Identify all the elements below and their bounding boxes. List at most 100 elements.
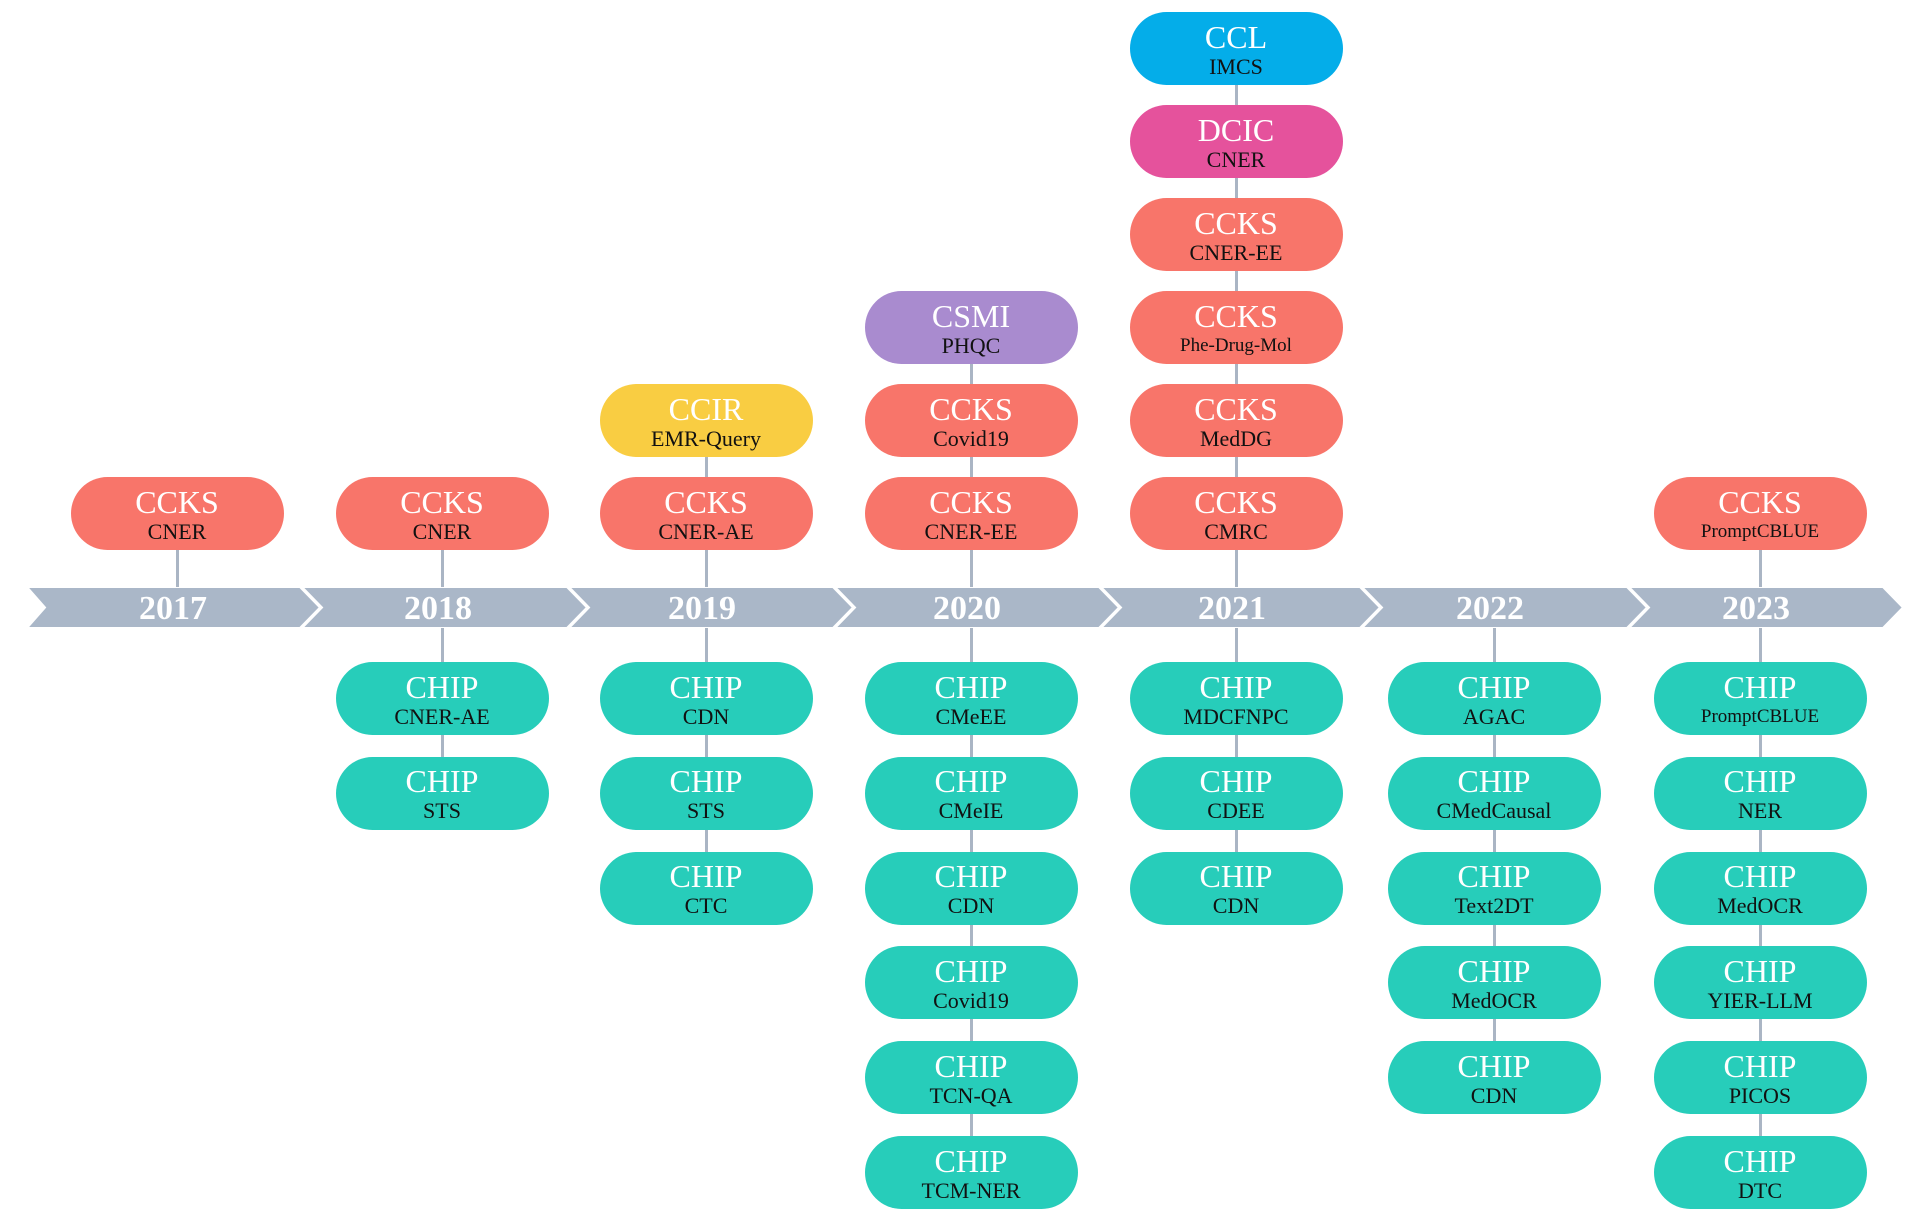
- event-task: CMeEE: [935, 703, 1007, 729]
- event-task: CMeIE: [938, 798, 1004, 824]
- event-task: CNER-EE: [924, 518, 1018, 544]
- timeline-segment-2019: [566, 586, 855, 629]
- event-task: CNER: [1206, 146, 1266, 172]
- event-organizer: CCKS: [929, 390, 1013, 427]
- event-organizer: CCIR: [668, 390, 744, 427]
- event-task: IMCS: [1209, 53, 1263, 79]
- event-task: Covid19: [933, 425, 1009, 451]
- event-organizer: CHIP: [1199, 858, 1273, 895]
- event-organizer: CCKS: [664, 483, 748, 520]
- event-task: STS: [687, 798, 725, 824]
- event-organizer: CCKS: [1194, 483, 1278, 520]
- event-organizer: CCKS: [1718, 483, 1802, 520]
- event-task: CMedCausal: [1436, 798, 1552, 824]
- event-task: MedOCR: [1717, 893, 1803, 919]
- event-task: AGAC: [1462, 703, 1526, 729]
- event-organizer: CHIP: [1723, 952, 1797, 989]
- year-label: 2023: [1722, 590, 1790, 627]
- event-organizer: CHIP: [934, 952, 1008, 989]
- year-label: 2019: [668, 590, 736, 627]
- event-organizer: CHIP: [669, 763, 743, 800]
- event-task: CDN: [1212, 893, 1260, 919]
- event-organizer: CCKS: [135, 483, 219, 520]
- connector-above-2020: [969, 327, 973, 587]
- event-organizer: CHIP: [934, 1142, 1008, 1179]
- timeline-segment-2021: [1098, 586, 1382, 629]
- event-task: CDEE: [1207, 798, 1265, 824]
- event-task: CNER-EE: [1189, 239, 1283, 265]
- timeline-segment-2020: [832, 586, 1121, 629]
- event-organizer: DCIC: [1197, 111, 1275, 148]
- event-organizer: CHIP: [1457, 858, 1531, 895]
- event-organizer: CHIP: [1457, 763, 1531, 800]
- timeline-segment-2022: [1359, 586, 1649, 629]
- event-task: Text2DT: [1454, 893, 1534, 919]
- event-task: Phe-Drug-Mol: [1180, 334, 1292, 356]
- connector-above-2023: [1758, 513, 1762, 587]
- event-organizer: CHIP: [1723, 1047, 1797, 1084]
- event-task: CMRC: [1204, 518, 1268, 544]
- connector-above-2017: [175, 513, 179, 587]
- event-organizer: CHIP: [1457, 668, 1531, 705]
- event-organizer: CHIP: [1199, 668, 1273, 705]
- event-task: CDN: [1470, 1082, 1518, 1108]
- event-task: CNER-AE: [394, 703, 490, 729]
- event-organizer: CHIP: [669, 668, 743, 705]
- event-task: PICOS: [1728, 1082, 1792, 1108]
- event-organizer: CCL: [1204, 18, 1268, 55]
- event-organizer: CHIP: [934, 668, 1008, 705]
- event-task: NER: [1738, 798, 1782, 824]
- event-task: CDN: [682, 703, 730, 729]
- event-task: CTC: [684, 893, 728, 919]
- event-task: MDCFNPC: [1183, 703, 1289, 729]
- event-organizer: CHIP: [1723, 1142, 1797, 1179]
- event-task: PromptCBLUE: [1700, 520, 1820, 542]
- event-organizer: CHIP: [669, 858, 743, 895]
- event-organizer: CCKS: [400, 483, 484, 520]
- event-task: CNER: [147, 518, 207, 544]
- timeline-segment-2017: [24, 586, 322, 629]
- event-task: PromptCBLUE: [1700, 705, 1820, 727]
